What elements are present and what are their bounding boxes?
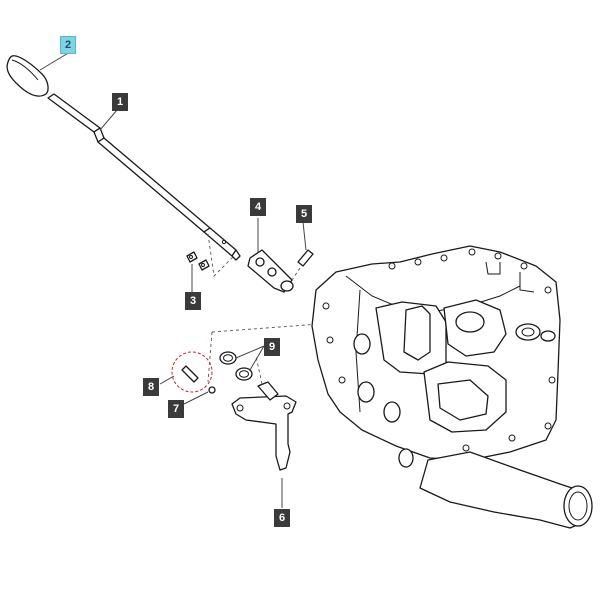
leader-lines [39,51,307,508]
assembly-line [207,331,213,383]
callout-4[interactable]: 4 [250,198,266,216]
shift-coupler[interactable] [247,249,294,293]
detent-spring[interactable] [171,351,213,393]
gear-lever[interactable] [47,93,241,277]
callout-5[interactable]: 5 [296,205,312,223]
callout-7[interactable]: 7 [168,400,184,418]
callout-9[interactable]: 9 [264,338,280,356]
o-rings[interactable] [219,351,253,381]
detent-ball[interactable] [208,386,216,394]
detail-circle [171,351,213,393]
selector-bracket[interactable] [231,355,297,471]
roll-pin[interactable] [291,249,314,281]
lever-knob[interactable] [6,55,49,97]
callout-1[interactable]: 1 [112,93,128,111]
callout-2[interactable]: 2 [60,36,76,54]
lever-mount-screws[interactable] [186,251,210,271]
callout-3[interactable]: 3 [185,292,201,310]
callout-6[interactable]: 6 [274,509,290,527]
transmission-housing[interactable] [311,245,593,529]
callout-8[interactable]: 8 [143,378,159,396]
